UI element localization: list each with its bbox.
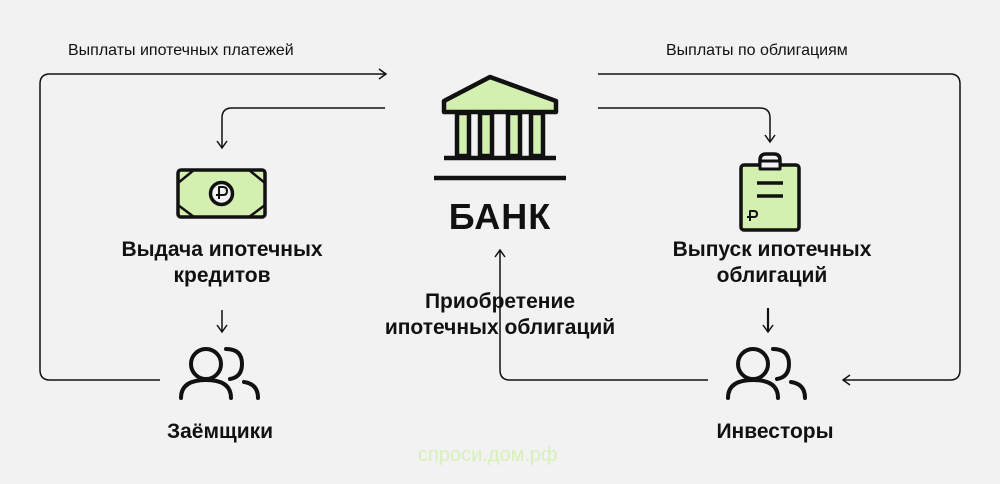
bonds-label: Выпуск ипотечных облигаций	[642, 237, 902, 289]
watermark: спроси.дом.рф	[418, 444, 558, 466]
bonds-label-line1: Выпуск ипотечных	[672, 238, 872, 261]
bank-title: БАНК	[448, 196, 552, 237]
purchase-label-line1: Приобретение	[424, 290, 576, 313]
people-group-icon	[179, 347, 260, 400]
borrowers-label: Заёмщики	[166, 420, 274, 443]
purchase-label-line2: ипотечных облигаций	[384, 316, 616, 339]
arrow-borrowers-to-bank	[39, 68, 388, 381]
arrow-bank-to-investors	[598, 73, 961, 386]
arrow-bank-to-bonds	[598, 107, 776, 144]
flow-label-mortgage-payments: Выплаты ипотечных платежей	[68, 42, 294, 59]
issuance-label: Выдача ипотечных кредитов	[92, 237, 352, 289]
bank-building-icon	[434, 74, 566, 181]
ruble-banknote-icon	[176, 168, 267, 219]
flow-label-bond-payments: Выплаты по облигациям	[666, 42, 848, 59]
arrow-investors-to-bank	[494, 248, 708, 381]
arrow-bank-to-issuance	[216, 107, 385, 150]
bonds-label-line2: облигаций	[716, 264, 828, 287]
issuance-label-line1: Выдача ипотечных	[121, 238, 323, 261]
purchase-label: Приобретение ипотечных облигаций	[350, 289, 650, 341]
investors-label: Инвесторы	[716, 420, 834, 443]
people-group-icon	[726, 347, 807, 400]
ruble-clipboard-icon	[739, 152, 801, 232]
issuance-label-line2: кредитов	[173, 264, 271, 287]
